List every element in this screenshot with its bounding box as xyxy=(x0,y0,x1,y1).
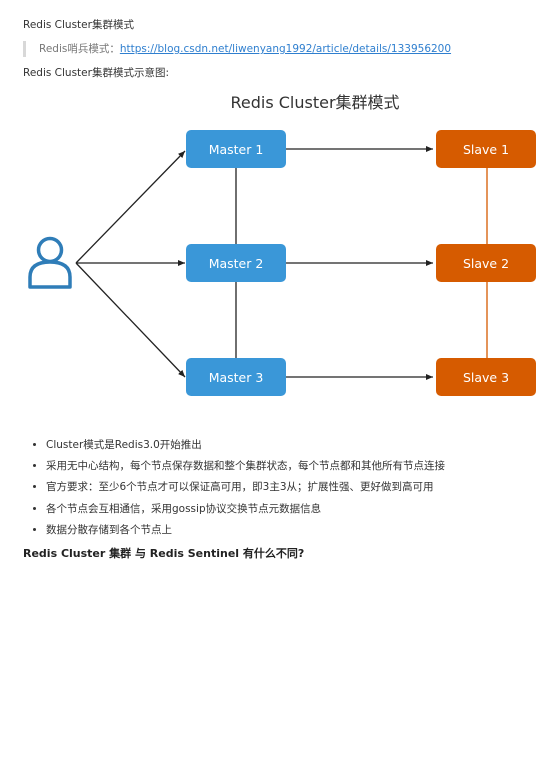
master-label-2: Master 2 xyxy=(209,256,264,271)
master-label-3: Master 3 xyxy=(209,370,264,385)
cluster-diagram: Redis Cluster集群模式 Master 1 Master 2 Mast… xyxy=(28,93,536,396)
blockquote: Redis哨兵模式：https://blog.csdn.net/liwenyan… xyxy=(23,41,451,57)
question-heading: Redis Cluster 集群 与 Redis Sentinel 有什么不同? xyxy=(23,547,305,560)
quote-prefix: Redis哨兵模式： xyxy=(39,43,120,55)
slave-label-3: Slave 3 xyxy=(463,370,509,385)
slave-label-2: Slave 2 xyxy=(463,256,509,271)
slave-node-1: Slave 1 xyxy=(436,130,536,168)
list-item: 官方要求：至少6个节点才可以保证高可用，即3主3从；扩展性强、更好做到高可用 xyxy=(46,477,445,498)
user-icon xyxy=(28,236,72,289)
slave-node-3: Slave 3 xyxy=(436,358,536,396)
list-item: 各个节点会互相通信，采用gossip协议交换节点元数据信息 xyxy=(46,499,445,520)
master-node-1: Master 1 xyxy=(186,130,286,168)
master-node-3: Master 3 xyxy=(186,358,286,396)
diagram-caption: Redis Cluster集群模式示意图: xyxy=(23,67,169,79)
master-node-2: Master 2 xyxy=(186,244,286,282)
list-item: 采用无中心结构，每个节点保存数据和整个集群状态，每个节点都和其他所有节点连接 xyxy=(46,456,445,477)
diagram-title: Redis Cluster集群模式 xyxy=(230,93,399,112)
list-item: Cluster模式是Redis3.0开始推出 xyxy=(46,435,445,456)
feature-list: Cluster模式是Redis3.0开始推出 采用无中心结构，每个节点保存数据和… xyxy=(30,435,445,541)
master-label-1: Master 1 xyxy=(209,142,264,157)
list-item: 数据分散存储到各个节点上 xyxy=(46,520,445,541)
link-user-master-1 xyxy=(75,150,186,264)
link-user-master-3 xyxy=(75,262,186,378)
slave-node-2: Slave 2 xyxy=(436,244,536,282)
slave-label-1: Slave 1 xyxy=(463,142,509,157)
sentinel-article-link[interactable]: https://blog.csdn.net/liwenyang1992/arti… xyxy=(119,43,452,55)
section-title: Redis Cluster集群模式 xyxy=(23,19,134,31)
